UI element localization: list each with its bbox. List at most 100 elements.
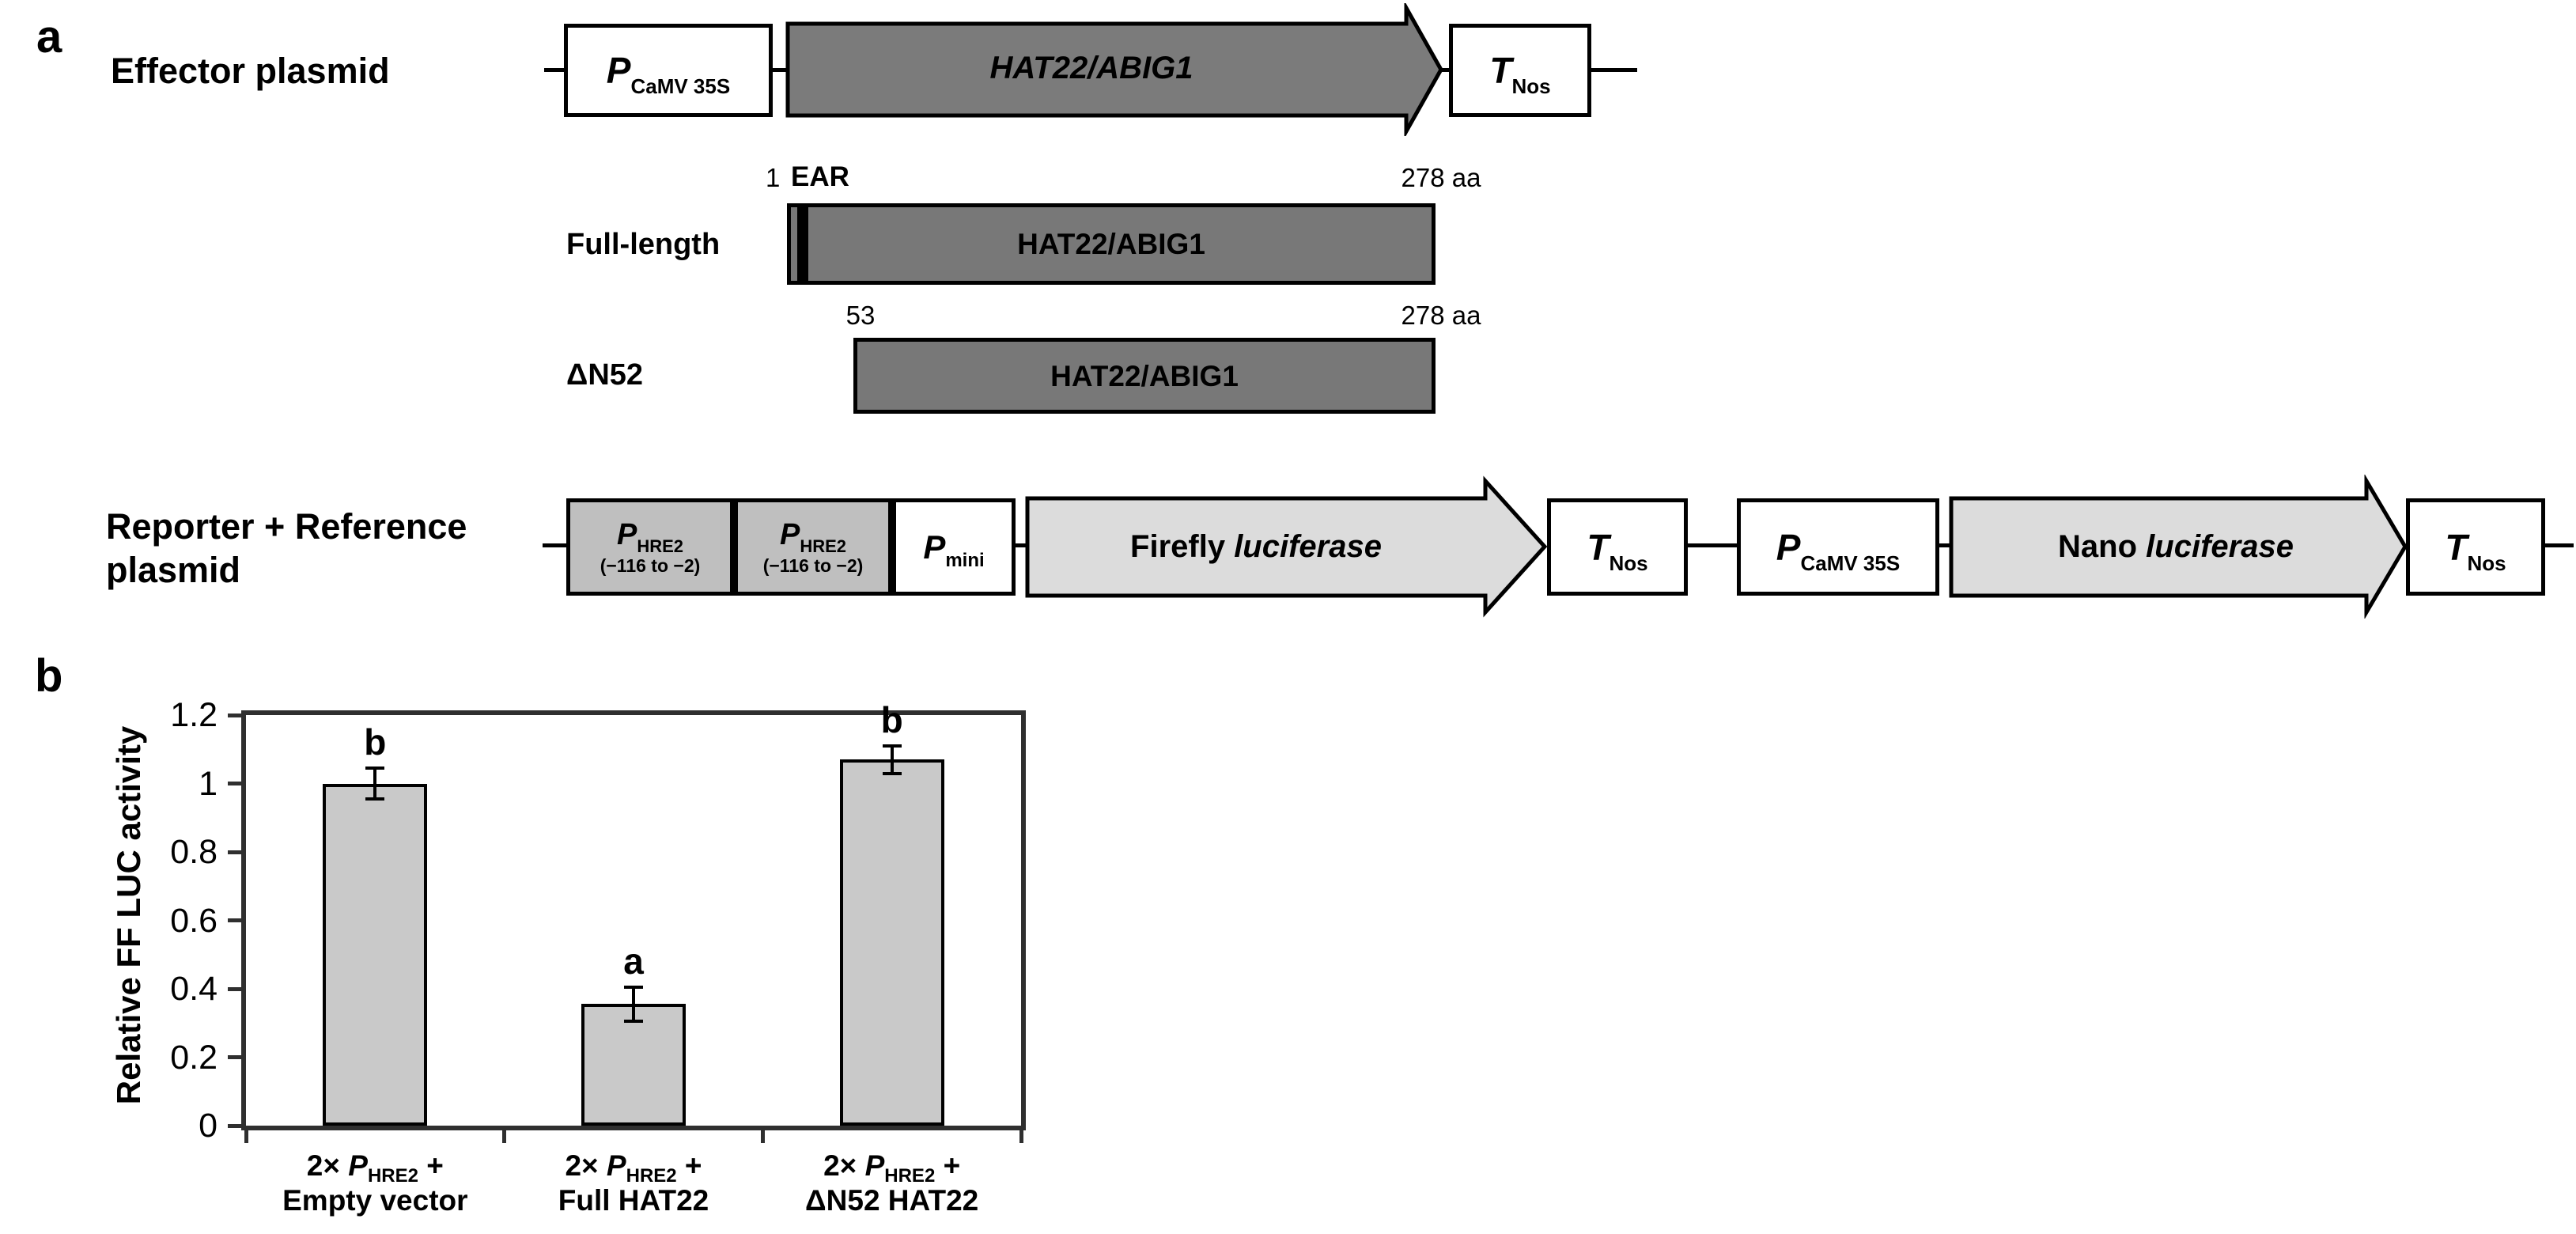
error-bar-cap-bottom — [624, 1020, 643, 1024]
y-axis-tick-label: 0.8 — [170, 833, 218, 871]
reporter-row-label-line1: Reporter + Reference — [106, 506, 467, 547]
terminator-letter: T — [2445, 526, 2468, 568]
hre2-promoter-label: PHRE2 — [779, 517, 846, 555]
nano-italic-text: luciferase — [2146, 529, 2294, 564]
terminator-nos-box: TNos — [1449, 24, 1591, 117]
terminator-nos-label: TNos — [1489, 52, 1550, 97]
error-bar-line — [373, 768, 377, 799]
x-axis-tick — [244, 1126, 248, 1143]
nano-roman-text: Nano — [2058, 529, 2147, 564]
error-bar-cap-top — [365, 767, 385, 770]
x-category-text: + — [676, 1149, 702, 1182]
backbone-line — [1939, 543, 1952, 547]
terminator-nos-box-reporter: TNos — [1547, 498, 1688, 596]
x-category-label-line1: 2× PHRE2 + — [491, 1149, 776, 1186]
bar — [323, 783, 428, 1126]
y-axis-tick-label: 0 — [199, 1107, 218, 1145]
ear-motif-stripe — [797, 207, 808, 281]
x-category-label-line2: Empty vector — [282, 1184, 468, 1217]
x-category-text: P — [864, 1149, 885, 1182]
significance-letter: b — [364, 721, 387, 763]
y-axis-tick — [228, 850, 241, 854]
y-axis-tick — [228, 918, 241, 922]
delta-n52-protein-bar: HAT22/ABIG1 — [853, 338, 1436, 414]
promoter-camv35s-label: PCaMV 35S — [1776, 526, 1900, 573]
panel-b-label: b — [35, 650, 63, 702]
x-category-text: HRE2 — [884, 1165, 936, 1187]
backbone-line — [773, 68, 787, 72]
error-bar-cap-top — [624, 985, 643, 989]
hre2-promoter-box-1: PHRE2 (−116 to −2) — [566, 498, 734, 596]
full-length-end-position: 278 aa — [1401, 163, 1481, 192]
x-category-text: 2× — [565, 1149, 607, 1182]
x-axis-tick — [1019, 1126, 1023, 1143]
gene-arrow-shape — [785, 3, 1443, 136]
promoter-camv35s-box-reference: PCaMV 35S — [1737, 498, 1939, 596]
hre2-letter: P — [616, 517, 637, 551]
terminator-nos-label: TNos — [2445, 526, 2506, 573]
x-category-label-line2: Full HAT22 — [558, 1184, 709, 1217]
x-category-label-line1: 2× PHRE2 + — [233, 1149, 517, 1186]
hre2-range-label: (−116 to −2) — [762, 555, 864, 576]
reporter-row-label-line2: plasmid — [106, 550, 241, 590]
x-category-text: HRE2 — [626, 1165, 677, 1187]
x-category-text: + — [418, 1149, 444, 1182]
backbone-line — [1591, 68, 1637, 72]
error-bar-line — [890, 745, 894, 774]
firefly-luciferase-label: Firefly luciferase — [1042, 531, 1470, 562]
y-axis-tick-label: 1.2 — [170, 696, 218, 734]
backbone-line — [1016, 543, 1028, 547]
y-axis-tick — [228, 1123, 241, 1128]
full-length-start-position: 1 — [766, 163, 781, 192]
pmini-subscript: mini — [945, 549, 985, 571]
gene-arrow-label: HAT22/ABIG1 — [989, 51, 1193, 85]
hre2-promoter-box-2: PHRE2 (−116 to −2) — [734, 498, 892, 596]
firefly-luciferase-arrow-shape — [1025, 475, 1548, 618]
error-bar-cap-bottom — [365, 797, 385, 801]
reporter-row-label: Reporter + Reference plasmid — [106, 505, 467, 592]
full-length-label: Full-length — [566, 228, 721, 261]
promoter-letter: P — [1776, 526, 1801, 568]
full-length-protein-bar: HAT22/ABIG1 — [787, 203, 1436, 285]
delta-n52-start-position: 53 — [845, 301, 876, 330]
backbone-line — [1688, 543, 1737, 547]
promoter-camv35s-box: PCaMV 35S — [564, 24, 773, 117]
backbone-line — [1439, 68, 1449, 72]
delta-n52-label: ΔN52 — [566, 358, 644, 392]
pmini-letter: P — [923, 528, 946, 566]
y-axis-tick — [228, 1055, 241, 1059]
terminator-nos-box-reference: TNos — [2406, 498, 2545, 596]
hre2-letter: P — [779, 517, 800, 551]
terminator-subscript: Nos — [2467, 551, 2506, 575]
minimal-promoter-box: Pmini — [892, 498, 1016, 596]
promoter-camv35s-label: PCaMV 35S — [607, 52, 730, 97]
firefly-roman-text: Firefly — [1130, 529, 1235, 564]
full-length-protein-label: HAT22/ABIG1 — [1017, 228, 1205, 260]
y-axis-tick-label: 0.6 — [170, 901, 218, 940]
significance-letter: b — [880, 698, 903, 740]
x-category-text: 2× — [823, 1149, 865, 1182]
x-category-text: P — [606, 1149, 626, 1182]
backbone-line — [544, 68, 565, 72]
y-axis-tick — [228, 713, 241, 717]
terminator-subscript: Nos — [1609, 551, 1648, 575]
nano-luciferase-arrow-shape — [1949, 475, 2408, 619]
hre2-promoter-label: PHRE2 — [616, 517, 683, 555]
panel-a-label: a — [36, 11, 62, 62]
firefly-italic-text: luciferase — [1234, 529, 1382, 564]
y-axis-tick — [228, 986, 241, 991]
error-bar-cap-top — [882, 744, 902, 748]
backbone-line — [543, 543, 566, 547]
promoter-subscript: CaMV 35S — [1800, 551, 1901, 575]
bar — [839, 759, 944, 1126]
x-axis-tick — [502, 1126, 507, 1143]
x-category-text: P — [348, 1149, 368, 1182]
terminator-nos-label: TNos — [1587, 529, 1647, 573]
x-category-text: HRE2 — [367, 1165, 418, 1187]
delta-n52-end-position: 278 aa — [1401, 301, 1481, 330]
x-category-label-line1: 2× PHRE2 + — [750, 1149, 1035, 1186]
delta-n52-protein-label: HAT22/ABIG1 — [1050, 359, 1239, 392]
y-axis-tick — [228, 782, 241, 785]
